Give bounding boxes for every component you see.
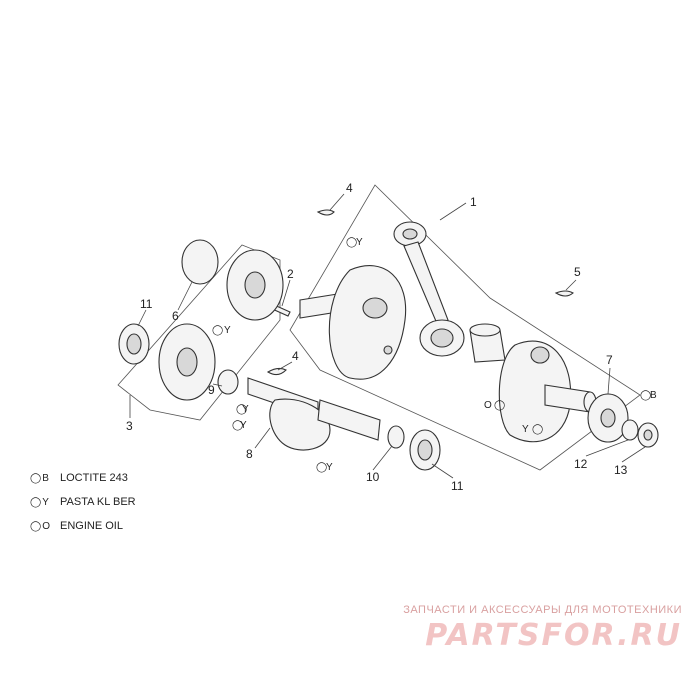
legend-row-pasta: ◯Y PASTA KL BER (30, 490, 136, 514)
callout-9: 9 (208, 383, 215, 397)
legend-label: LOCTITE 243 (60, 472, 128, 484)
drop-icon: ◯ (30, 520, 42, 532)
leader-lines (129, 193, 646, 479)
oil-seal (637, 422, 659, 448)
mark-y-web: Y (522, 424, 529, 435)
callout-6: 6 (172, 309, 179, 323)
small-ring (621, 419, 639, 441)
spacer-washer (217, 369, 239, 395)
lower-gear (158, 323, 216, 401)
mark-y-shaft-3: Y (326, 462, 333, 473)
mark-y-rod: Y (356, 237, 363, 248)
crankshaft-group-frame (289, 184, 641, 471)
drop-icon: ◯ (494, 400, 505, 411)
callout-4-middle: 4 (292, 349, 299, 363)
callout-8: 8 (246, 447, 253, 461)
callout-4-top: 4 (346, 181, 353, 195)
woodruff-key-top (316, 209, 335, 216)
crank-pin (469, 323, 506, 363)
drop-icon: ◯ (640, 390, 651, 401)
right-crank-web (498, 340, 597, 443)
gear-group-frame (117, 244, 281, 421)
watermark-tagline: ЗАПЧАСТИ И АКСЕССУАРЫ ДЛЯ МОТОТЕХНИКИ (403, 604, 682, 616)
upper-gear (226, 249, 284, 321)
legend-symbol: B (42, 472, 49, 484)
drop-icon: ◯ (236, 404, 247, 415)
legend-row-loctite: ◯B LOCTITE 243 (30, 466, 136, 490)
drop-icon: ◯ (316, 462, 327, 473)
drop-icon: ◯ (212, 325, 223, 336)
shaft-washer (387, 425, 405, 449)
legend-symbol: Y (42, 496, 49, 508)
drop-icon: ◯ (30, 496, 42, 508)
legend-symbol: O (42, 520, 50, 532)
legend-label: PASTA KL BER (60, 496, 136, 508)
legend-row-oil: ◯O ENGINE OIL (30, 514, 136, 538)
thrust-washer (587, 393, 629, 443)
lubricant-legend: ◯B LOCTITE 243 ◯Y PASTA KL BER ◯O ENGINE… (30, 466, 136, 538)
drop-icon: ◯ (532, 424, 543, 435)
mark-y-shaft-1: Y (242, 404, 249, 415)
legend-label: ENGINE OIL (60, 520, 123, 532)
mark-y-shaft-2: Y (240, 420, 247, 431)
left-bearing (118, 323, 150, 365)
callout-5: 5 (574, 265, 581, 279)
callout-11-left: 11 (140, 297, 153, 311)
callout-10: 10 (366, 470, 380, 484)
callout-13: 13 (614, 463, 628, 477)
right-bearing (409, 429, 441, 471)
woodruff-key-middle (266, 367, 287, 376)
callout-7: 7 (606, 353, 613, 367)
callout-3: 3 (126, 419, 133, 433)
mark-b-seal: B (650, 390, 657, 401)
watermark-name: PARTSFOR.RU (425, 618, 682, 653)
drop-icon: ◯ (346, 237, 357, 248)
woodruff-key-right (554, 290, 574, 297)
drop-icon: ◯ (232, 420, 243, 431)
mark-o-web: O (484, 400, 492, 411)
callout-1: 1 (470, 195, 477, 209)
lubricant-marks: ◯ Y ◯ Y ◯ Y ◯ Y ◯ Y O ◯ Y ◯ ◯ B (212, 237, 657, 473)
left-crank-web (299, 265, 407, 380)
callout-11-right: 11 (451, 479, 464, 493)
callout-12: 12 (574, 457, 588, 471)
crankshaft-half (247, 377, 381, 451)
connecting-rod (393, 221, 465, 357)
callout-2: 2 (287, 267, 294, 281)
drop-icon: ◯ (30, 472, 42, 484)
o-ring (181, 239, 219, 285)
mark-y-gear: Y (224, 325, 231, 336)
watermark-logo: ЗАПЧАСТИ И АКСЕССУАРЫ ДЛЯ МОТОТЕХНИКИ PA… (403, 604, 682, 653)
callout-numbers: 1 2 3 4 4 5 6 7 8 9 10 11 11 12 13 (126, 181, 628, 493)
